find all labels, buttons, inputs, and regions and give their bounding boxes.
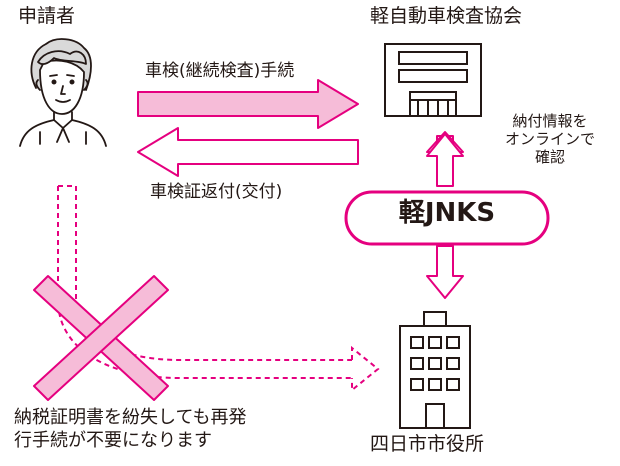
cross-mark-icon — [33, 275, 169, 401]
note-label: 納税証明書を紛失しても再発 行手続が不要になります — [14, 406, 334, 453]
renewal-arrow — [137, 79, 359, 129]
note-line: 納税証明書を紛失しても再発 — [14, 407, 247, 428]
dashed-path-arrow — [57, 185, 380, 393]
renewal-procedure-label: 車検(継続検査)手続 — [145, 61, 295, 81]
association-label: 軽自動車検査協会 — [370, 5, 523, 27]
city-office-label: 四日市市役所 — [370, 433, 485, 455]
online-check-label: 納付情報を オンラインで 確認 — [494, 112, 606, 166]
return-arrow — [137, 127, 359, 177]
city-link-arrow — [426, 245, 464, 299]
association-link-arrow-upper — [426, 133, 464, 187]
applicant-label: 申請者 — [18, 5, 76, 27]
person-icon — [19, 38, 107, 147]
certificate-return-label: 車検証返付(交付) — [150, 182, 283, 202]
note-line: 行手続が不要になります — [14, 430, 212, 452]
jnks-pill — [344, 190, 550, 246]
online-check-line: 納付情報を — [512, 112, 588, 130]
city-hall-building-icon — [399, 311, 471, 429]
online-check-line: 確認 — [534, 148, 565, 166]
online-check-line: オンラインで — [504, 130, 595, 148]
system-label: 軽JNKS — [398, 198, 496, 228]
association-building-icon — [384, 43, 482, 117]
